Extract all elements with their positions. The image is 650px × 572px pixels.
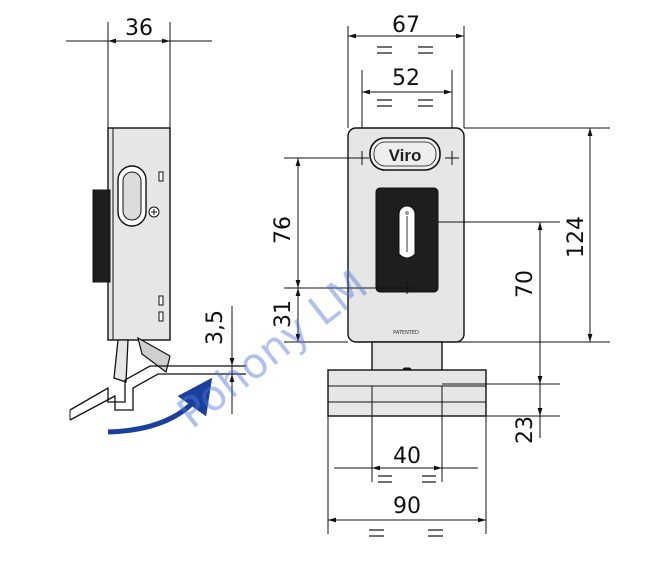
front-view: 67 52 Viro PATENTED (271, 13, 610, 537)
dim-outer-width: 67 (392, 13, 420, 38)
base-rail (327, 369, 487, 417)
viro-logo: Viro (389, 146, 422, 165)
dim-gap: 3,5 (203, 310, 228, 345)
dim-stem-width: 40 (393, 444, 421, 469)
dim-base-height: 23 (513, 416, 538, 444)
side-view: 36 3,5 (66, 16, 246, 435)
rail-profile (69, 365, 246, 411)
dim-base-width: 90 (393, 494, 421, 519)
patent-label: PATENTED (393, 330, 419, 336)
side-flange (92, 189, 111, 283)
dim-total-height: 124 (564, 216, 589, 258)
movement-arrow-icon (107, 377, 213, 435)
viro-logo-badge (369, 137, 441, 171)
side-body (107, 127, 171, 341)
dim-side-width: 36 (125, 16, 153, 41)
dim-lower-height: 31 (271, 300, 296, 328)
dim-inner-width: 52 (392, 66, 420, 91)
dim-upper-height: 76 (271, 216, 296, 244)
dim-cylinder-height: 70 (513, 270, 538, 298)
